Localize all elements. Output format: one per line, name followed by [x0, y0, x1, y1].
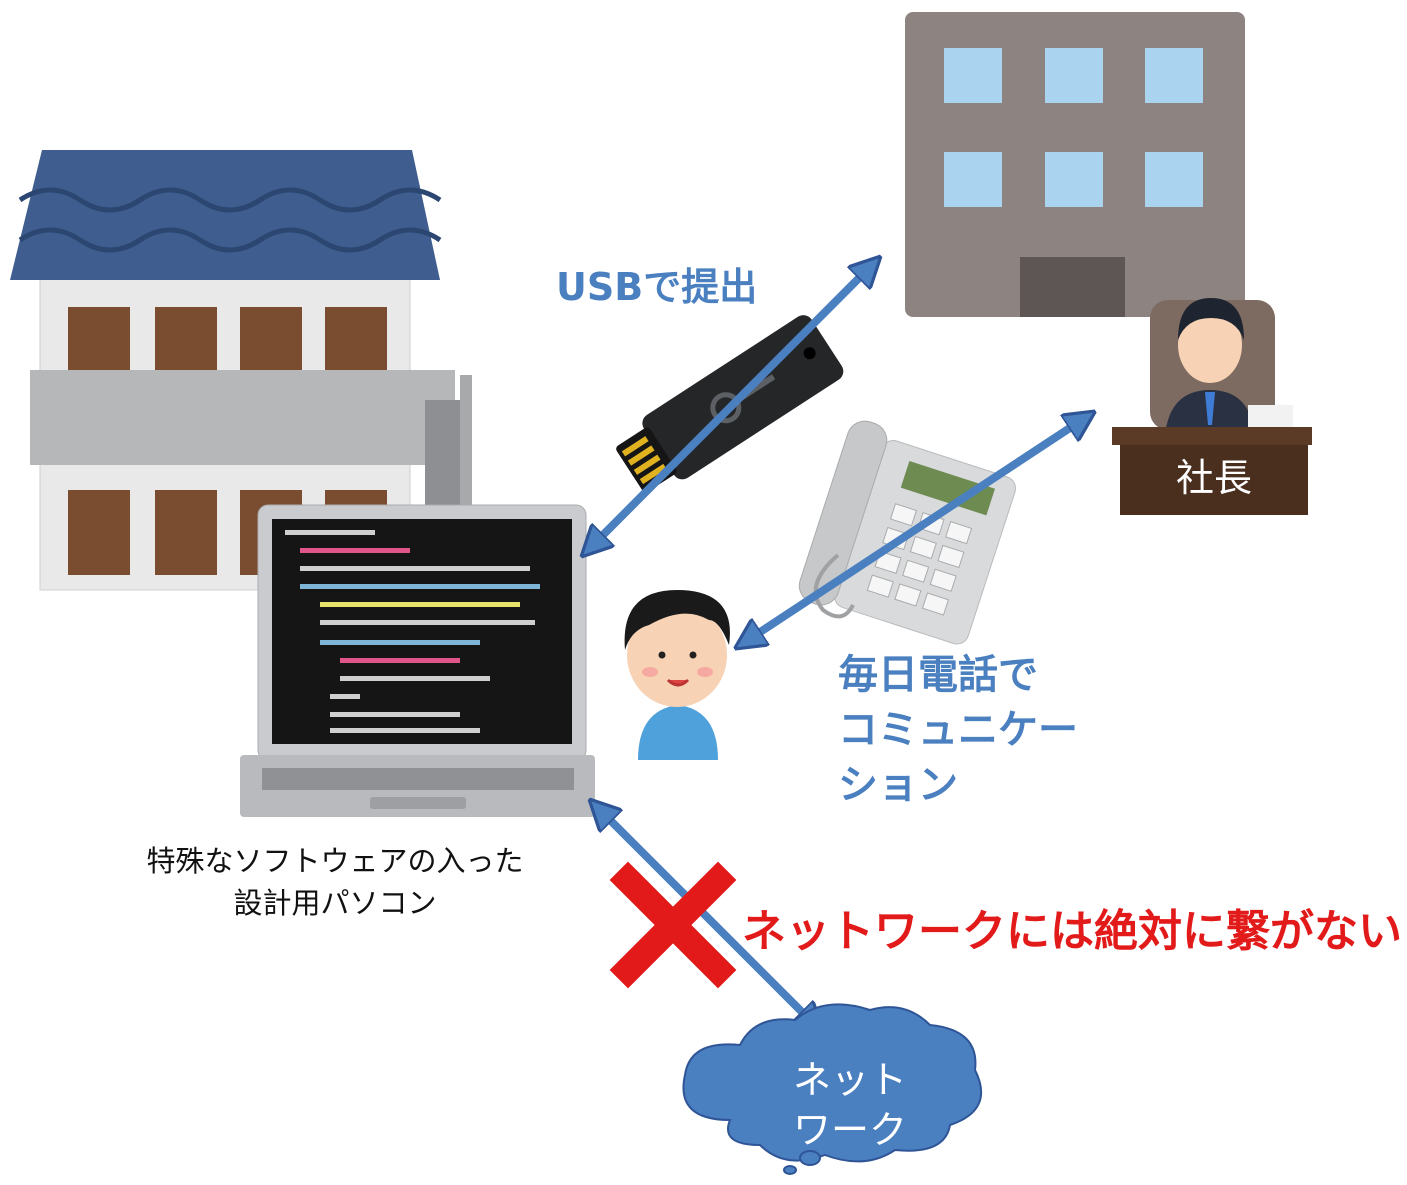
- red-cross-icon: [609, 861, 737, 989]
- apartment-building-icon: [10, 150, 472, 591]
- arrow-boy-to-ceo: [745, 418, 1085, 642]
- laptop-icon: [240, 504, 595, 817]
- network-warning-label: ネットワークには絶対に繋がない: [742, 906, 1402, 957]
- ceo-desk-nameplate: [1120, 445, 1308, 515]
- arrow-laptop-to-office: [590, 265, 872, 548]
- network-cloud-icon: [682, 1003, 983, 1175]
- phone-label-line: ション: [838, 762, 958, 808]
- ceo-nameplate-label: 社長: [1175, 456, 1252, 500]
- laptop-caption-line: 設計用パソコン: [233, 886, 437, 920]
- cloud-label-line: ワーク: [792, 1108, 907, 1152]
- ceo-person-icon: [1112, 298, 1312, 515]
- laptop-caption: 特殊なソフトウェアの入った 設計用パソコン: [95, 840, 575, 924]
- usb-submit-label: USBで提出: [556, 265, 758, 309]
- arrow-laptop-to-network: [598, 808, 815, 1025]
- cloud-label-line: ネット: [792, 1058, 907, 1102]
- laptop-caption-line: 特殊なソフトウェアの入った: [146, 844, 524, 878]
- phone-communication-label: 毎日電話で コミュニケー ション: [838, 648, 1078, 813]
- phone-label-line: コミュニケー: [838, 707, 1078, 753]
- person-boy-icon: [624, 590, 730, 760]
- office-building-icon: [905, 12, 1245, 317]
- network-cloud-label: ネット ワーク: [760, 1055, 940, 1155]
- phone-label-line: 毎日電話で: [838, 652, 1038, 698]
